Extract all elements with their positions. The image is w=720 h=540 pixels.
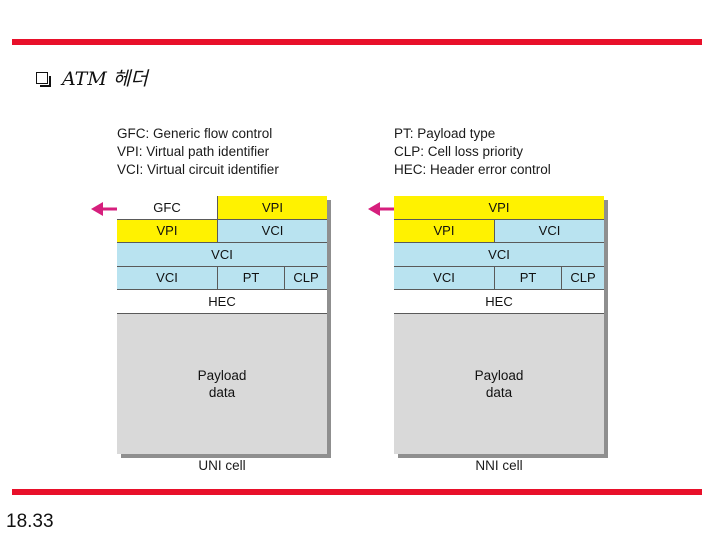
slide-heading-row: ATM 헤더 [36,64,148,91]
bottom-divider-rule [12,489,702,495]
header-row-2: VPI VCI [117,219,327,243]
payload-label-line-2: data [208,385,236,400]
header-row-3: VCI [394,243,604,267]
field-vci: VCI [495,219,604,242]
field-vci: VCI [117,243,327,266]
field-vpi: VPI [394,219,495,242]
legend-item-vci: VCI: Virtual circuit identifier [117,162,279,177]
header-row-5: HEC [117,290,327,314]
header-row-4: VCI PT CLP [117,266,327,290]
payload-label-line-2: data [485,385,513,400]
field-vci: VCI [117,266,218,289]
field-clp: CLP [562,266,604,289]
field-clp: CLP [285,266,327,289]
uni-cell-caption: UNI cell [198,458,246,473]
field-vpi: VPI [394,196,604,219]
header-row-5: HEC [394,290,604,314]
checkbox-bullet-icon [36,72,51,87]
field-vci: VCI [394,243,604,266]
arrow-left-icon [91,202,118,216]
cell-frame: VPI VPI VCI VCI VCI PT CLP HEC Payload d… [394,196,604,454]
payload-area: Payload data [117,314,327,454]
header-row-1: VPI [394,196,604,220]
uni-cell-diagram: GFC VPI VPI VCI VCI VCI PT CLP HEC Paylo… [117,196,331,458]
nni-cell-caption: NNI cell [475,458,523,473]
cell-frame: GFC VPI VPI VCI VCI VCI PT CLP HEC Paylo… [117,196,327,454]
slide-heading: ATM 헤더 [62,68,148,90]
field-vpi: VPI [117,219,218,242]
field-hec: HEC [117,290,327,313]
header-row-1: GFC VPI [117,196,327,220]
legend-item-clp: CLP: Cell loss priority [394,144,524,159]
arrow-left-icon [368,202,395,216]
legend-item-gfc: GFC: Generic flow control [117,126,273,141]
field-gfc: GFC [117,196,218,219]
payload-area: Payload data [394,314,604,454]
field-hec: HEC [394,290,604,313]
legend-uni-fields: GFC: Generic flow control VPI: Virtual p… [117,125,279,179]
header-row-3: VCI [117,243,327,267]
legend-common-fields: PT: Payload type CLP: Cell loss priority… [394,125,551,179]
page-number: 18.33 [6,511,54,532]
field-pt: PT [218,266,285,289]
legend-item-hec: HEC: Header error control [394,162,551,177]
header-row-4: VCI PT CLP [394,266,604,290]
legend-item-vpi: VPI: Virtual path identifier [117,144,270,159]
field-vpi: VPI [218,196,327,219]
legend-item-pt: PT: Payload type [394,126,496,141]
payload-label-line-1: Payload [474,368,524,383]
payload-label-line-1: Payload [197,368,247,383]
top-divider-rule [12,39,702,45]
field-vci: VCI [394,266,495,289]
header-row-2: VPI VCI [394,219,604,243]
nni-cell-diagram: VPI VPI VCI VCI VCI PT CLP HEC Payload d… [394,196,608,458]
field-vci: VCI [218,219,327,242]
field-pt: PT [495,266,562,289]
